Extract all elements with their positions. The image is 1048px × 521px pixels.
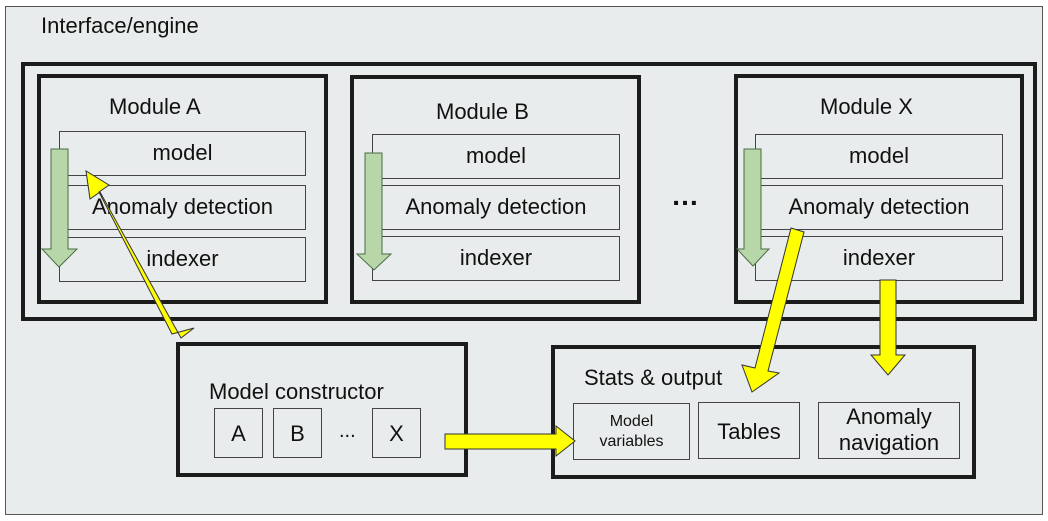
model-constructor-title: Model constructor (209, 379, 384, 404)
stats-item-tables: Tables (698, 402, 800, 459)
module-x-title: Module X (820, 94, 913, 119)
module-a-layer-model: model (59, 131, 306, 176)
constructor-ellipsis: ... (339, 420, 356, 442)
module-b-layer-anomaly-detection: Anomaly detection (372, 185, 620, 230)
module-b-title: Module B (436, 99, 529, 124)
constructor-item-x: X (372, 408, 421, 458)
stats-item-model-variables: Model variables (573, 403, 690, 460)
module-a-layer-anomaly-detection: Anomaly detection (59, 185, 306, 230)
module-a-title: Module A (109, 94, 201, 119)
constructor-item-b: B (273, 408, 322, 458)
stats-item-model-variables-line1: Model (609, 413, 654, 430)
module-x-layer-model: model (755, 134, 1003, 179)
modules-ellipsis: … (671, 180, 701, 211)
interface-engine-title: Interface/engine (41, 13, 199, 38)
stats-output-title: Stats & output (584, 365, 723, 390)
modules-frame (21, 62, 1037, 321)
module-x-layer-anomaly-detection: Anomaly detection (755, 185, 1003, 230)
module-x-layer-indexer: indexer (755, 236, 1003, 281)
module-a-layer-indexer: indexer (59, 237, 306, 282)
stats-item-anomaly-navigation-line1: Anomaly (846, 404, 932, 429)
stats-item-model-variables-line2: variables (599, 433, 664, 450)
module-b-layer-indexer: indexer (372, 236, 620, 281)
module-b-layer-model: model (372, 134, 620, 179)
stats-item-anomaly-navigation: Anomaly navigation (818, 402, 960, 459)
stats-item-anomaly-navigation-line2: navigation (838, 430, 940, 455)
constructor-item-a: A (214, 408, 263, 458)
